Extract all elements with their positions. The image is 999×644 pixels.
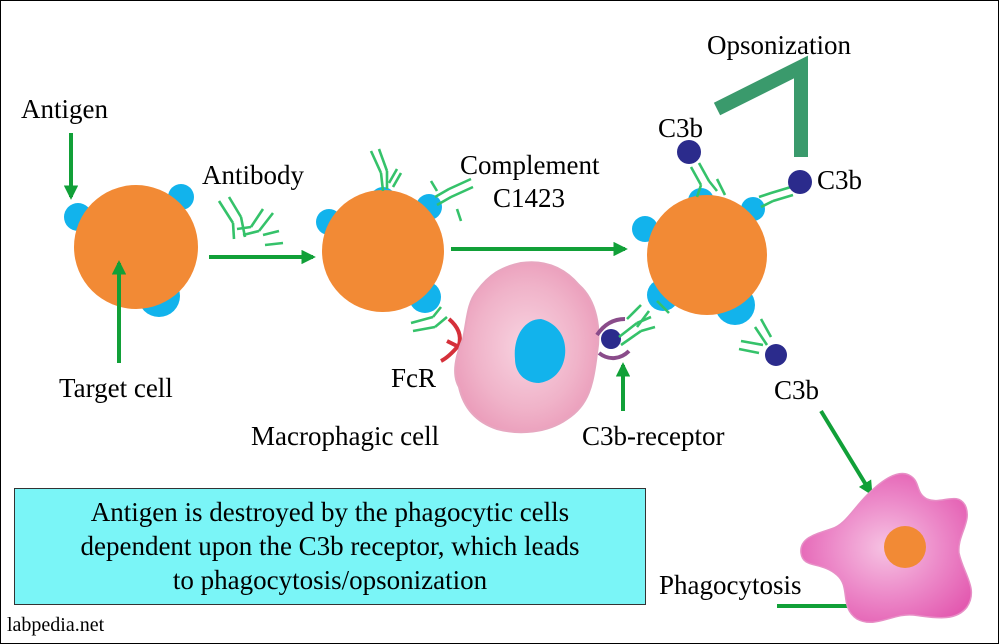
middle-cell-body <box>322 190 444 312</box>
antibody-label: Antibody <box>202 160 305 190</box>
complement-code-label: C1423 <box>493 183 565 213</box>
c3b-label-bottom: C3b <box>774 375 819 405</box>
fcr-label: FcR <box>391 363 436 393</box>
opsonization-mark <box>713 55 808 157</box>
caption-line-3: to phagocytosis/opsonization <box>172 565 488 595</box>
macrophagic-cell-label: Macrophagic cell <box>251 421 439 451</box>
c3b-molecule-top-right <box>788 170 812 194</box>
phagocyte-cell <box>800 472 973 624</box>
c3b-molecule-top-left <box>677 140 701 164</box>
antibody-coated-cell <box>316 187 444 313</box>
watermark-text: labpedia.net <box>7 614 105 636</box>
c3b-bound-receptor <box>601 329 621 349</box>
target-cell <box>64 184 198 317</box>
c3b-receptor-label: C3b-receptor <box>582 421 724 451</box>
right-cell-body <box>647 195 767 315</box>
target-cell-body <box>74 185 198 309</box>
free-antibodies <box>217 196 284 247</box>
opsonization-label: Opsonization <box>707 30 851 60</box>
macrophage-cell <box>454 261 600 434</box>
engulfed-antigen <box>884 526 926 568</box>
c3b-label-top-right: C3b <box>817 165 862 195</box>
caption-line-1: Antigen is destroyed by the phagocytic c… <box>90 497 570 527</box>
complement-label: Complement <box>460 150 600 180</box>
phagocytosis-label: Phagocytosis <box>659 570 802 600</box>
to-phagocyte-arrow <box>819 409 873 496</box>
caption-line-2: dependent upon the C3b receptor, which l… <box>80 531 580 561</box>
opsonized-cell <box>632 188 767 325</box>
caption-box: Antigen is destroyed by the phagocytic c… <box>14 488 646 605</box>
c3b-label-top-left: C3b <box>658 113 703 143</box>
c3b-receptor-shape <box>595 317 626 337</box>
antigen-label: Antigen <box>21 94 108 124</box>
target-cell-label: Target cell <box>59 373 173 403</box>
macrophage-nucleus <box>514 319 566 383</box>
c3b-molecule-bottom <box>765 344 787 366</box>
